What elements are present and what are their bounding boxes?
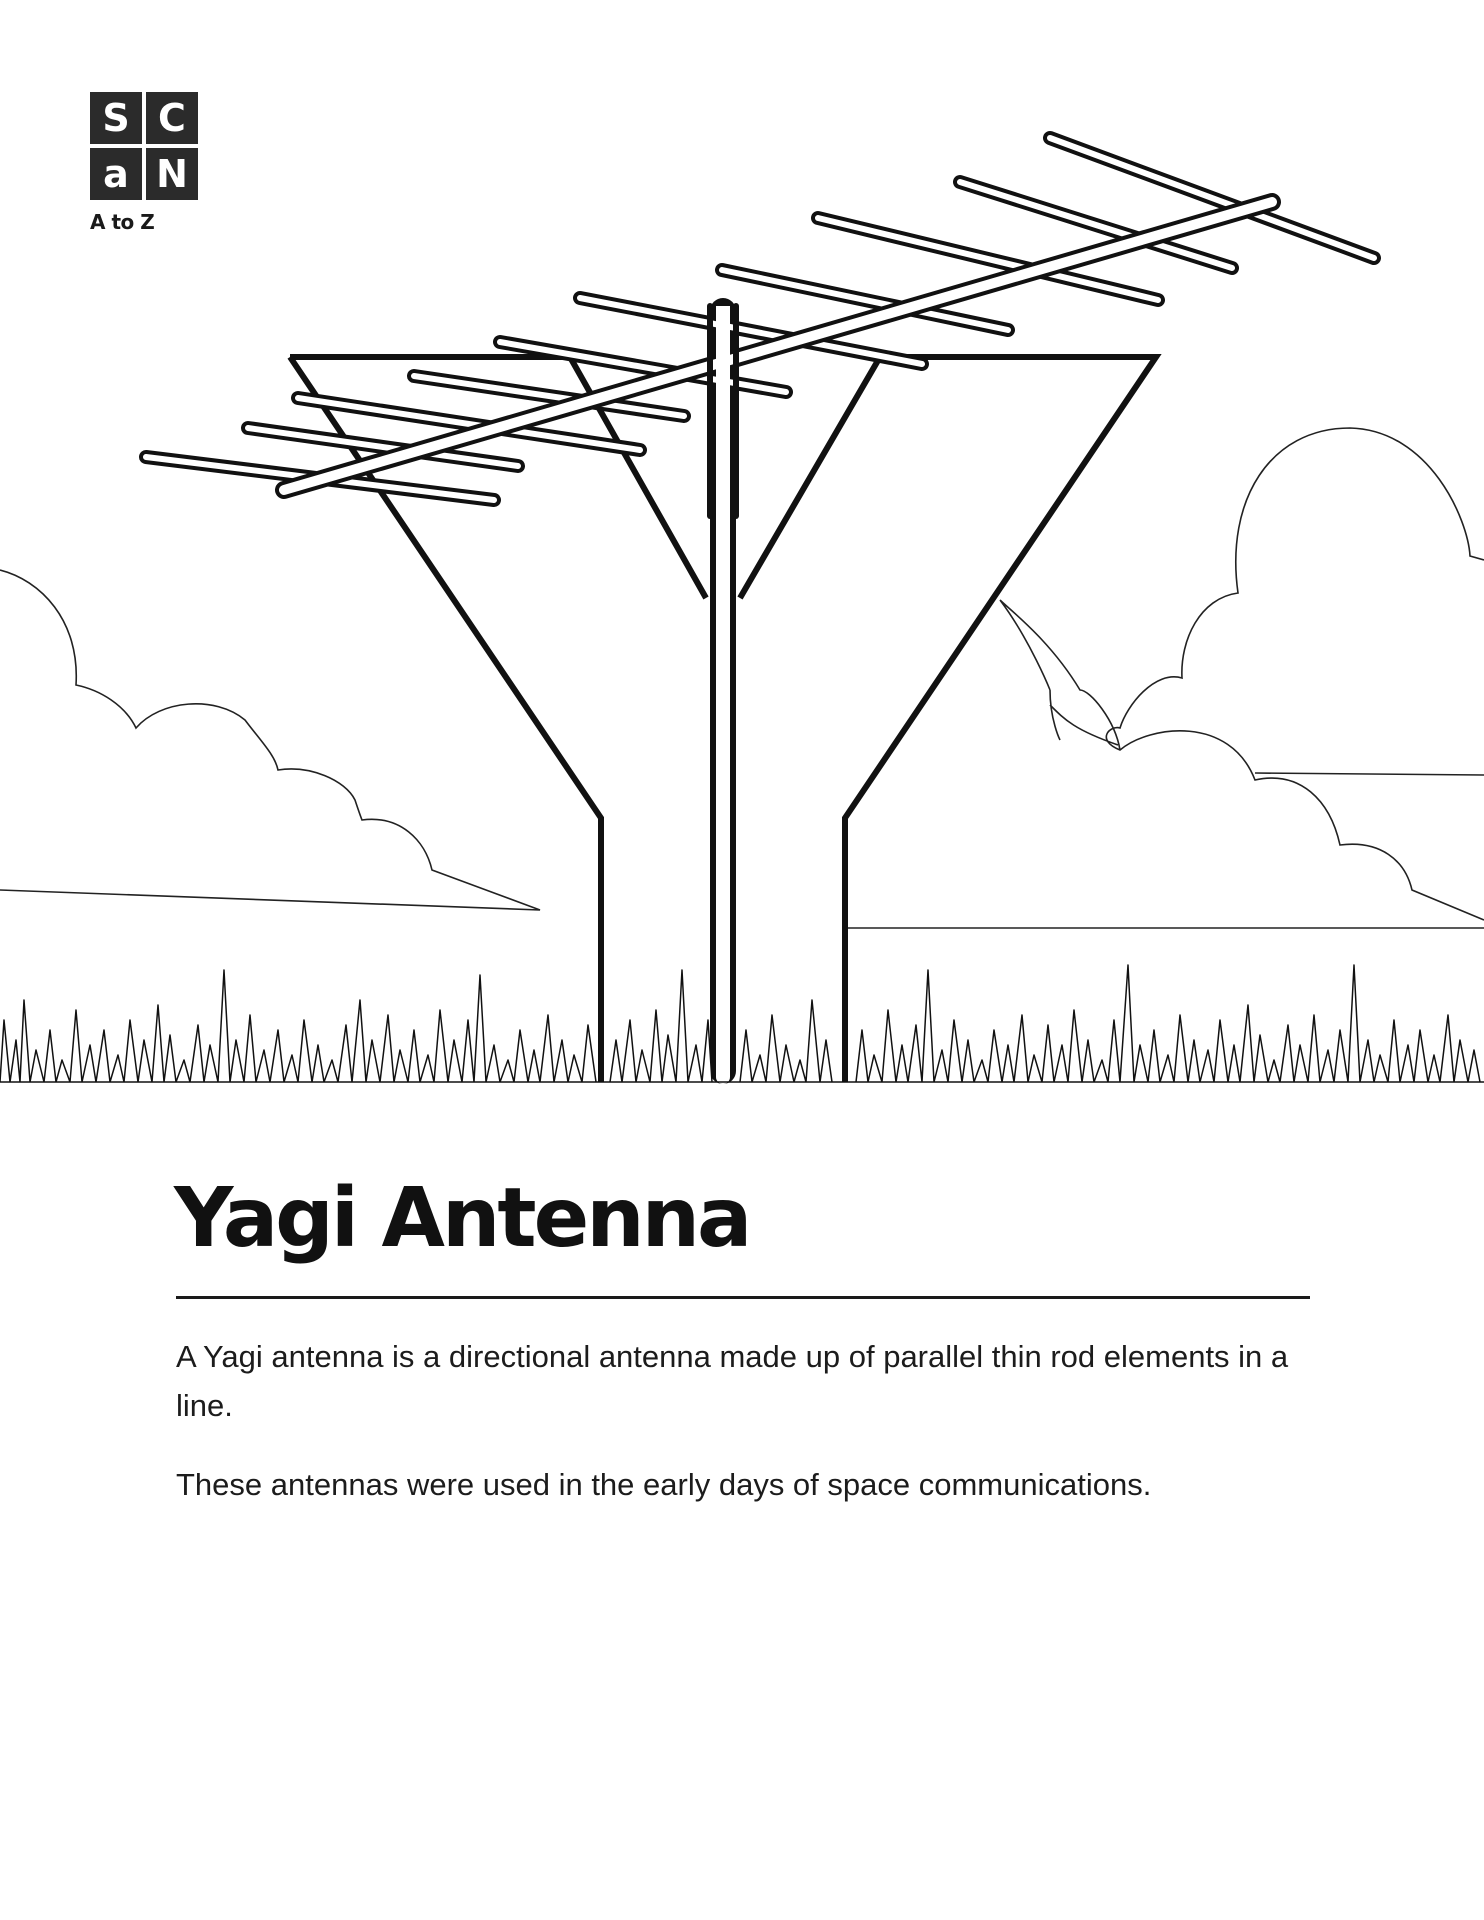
frame-outer-left — [287, 355, 604, 1082]
yagi-antenna-illustration — [0, 131, 1484, 1084]
clouds — [0, 427, 1484, 929]
description-paragraph-1: A Yagi antenna is a directional antenna … — [176, 1339, 1289, 1423]
logo-caption: A to Z — [90, 210, 155, 234]
page-title: Yagi Antenna — [174, 1171, 752, 1266]
right-cloud — [999, 427, 1484, 921]
grass — [0, 964, 1484, 1083]
logo-tile-s: S — [90, 92, 142, 144]
title-divider — [176, 1296, 1310, 1299]
brand-logo: S C a N A to Z — [90, 92, 202, 234]
frame-right — [737, 354, 1162, 1082]
description-paragraph-2: These antennas were used in the early da… — [176, 1467, 1152, 1502]
logo-tile-c: C — [146, 92, 198, 144]
logo-grid: S C a N — [90, 92, 202, 200]
left-cloud — [0, 569, 541, 911]
logo-tile-n: N — [146, 148, 198, 200]
antenna-elements — [139, 131, 1381, 519]
logo-tile-a: a — [90, 148, 142, 200]
